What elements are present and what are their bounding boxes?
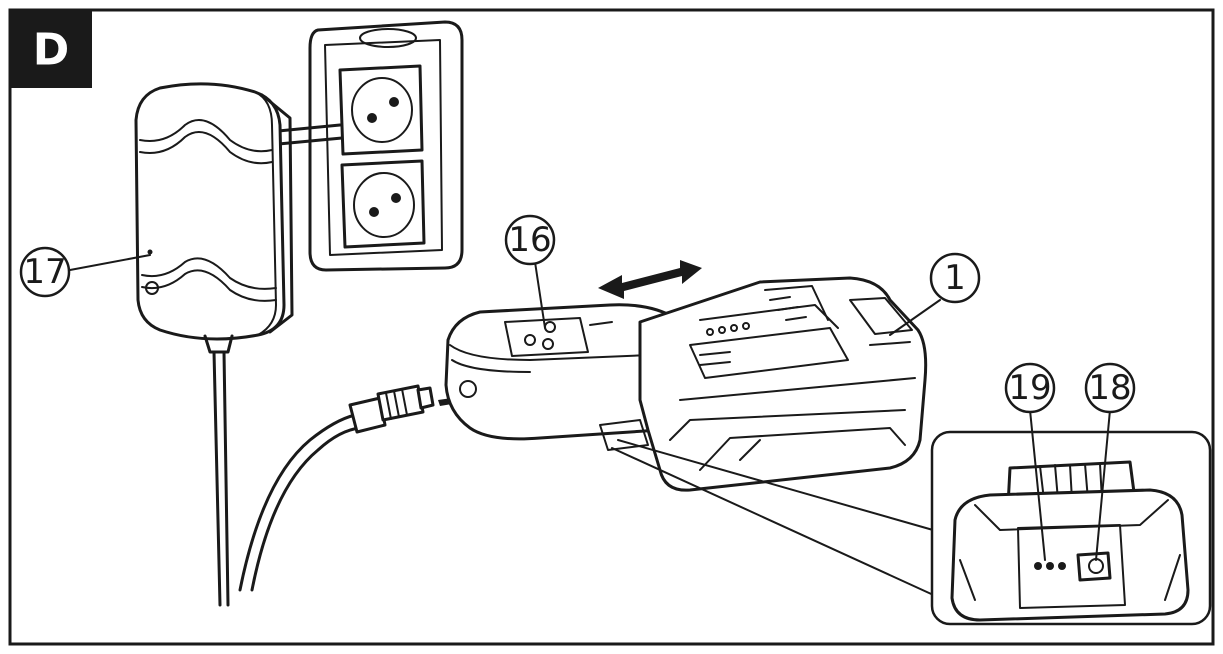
inset-leader-bottom [611,447,941,599]
callout-17: 17 [19,246,71,298]
callout-1-text: 1 [944,258,966,298]
leader-17 [69,254,151,271]
callout-19-text: 19 [1008,368,1051,408]
panel-label-bg [10,10,92,88]
inset-leader-top [617,439,941,533]
panel-label-text: D [33,25,70,76]
leader-1 [889,299,941,336]
double-arrow-icon [598,260,702,299]
leader-16 [534,261,546,329]
inset-detail [930,430,1212,626]
leader-19 [1029,409,1046,561]
battery-pack [599,276,928,492]
leader-18 [1095,409,1111,561]
dc-cable [238,384,435,592]
callout-19: 19 [1004,362,1056,414]
callout-18: 18 [1084,362,1136,414]
callout-16: 16 [504,214,556,266]
callout-17-text: 17 [23,252,66,292]
power-adapter [134,82,294,607]
panel-frame [8,8,1215,646]
wall-socket [266,20,464,272]
callout-1: 1 [929,252,981,304]
callout-16-text: 16 [508,220,551,260]
callout-18-text: 18 [1088,368,1131,408]
panel-label: D [10,10,92,88]
